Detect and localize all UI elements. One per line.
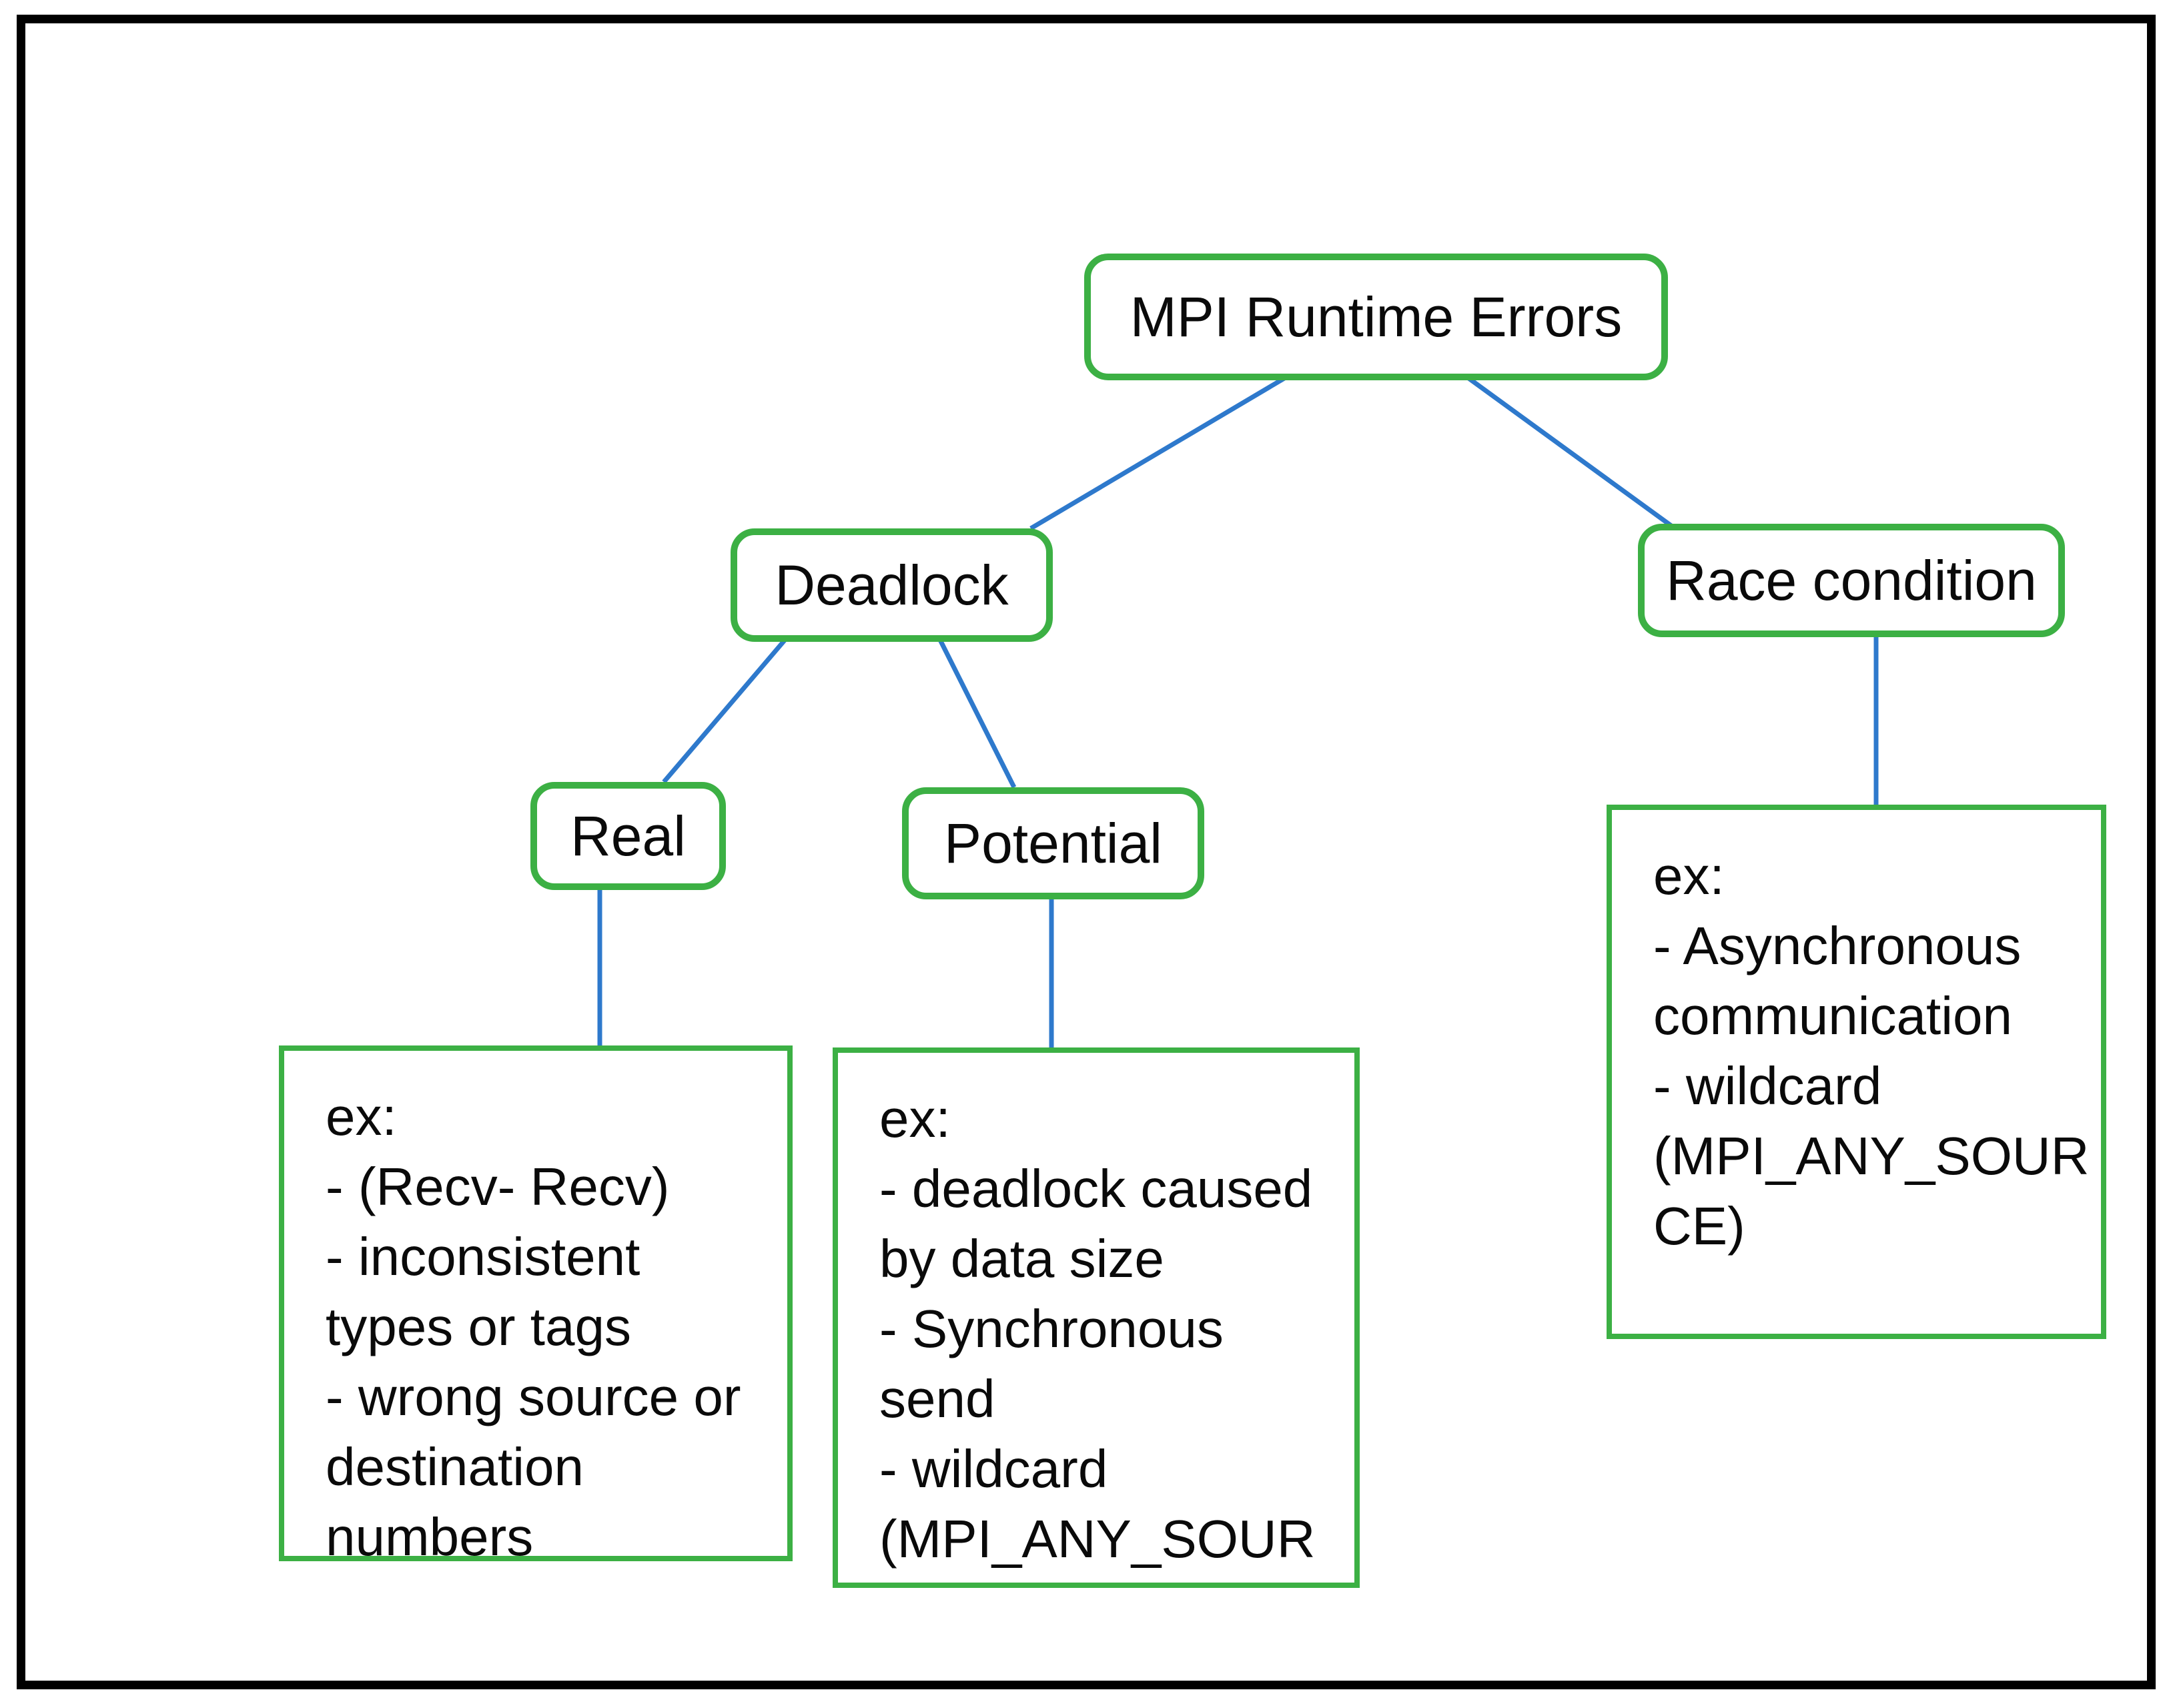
example-text-line: numbers bbox=[326, 1507, 534, 1567]
example-text-line: - (Recv- Recv) bbox=[326, 1157, 670, 1216]
node-real: Real bbox=[530, 782, 726, 890]
example-text-line: ex: bbox=[326, 1087, 397, 1146]
node-potential: Potential bbox=[902, 787, 1204, 899]
connector-deadlock-real bbox=[662, 635, 789, 784]
example-text-line: - Asynchronous bbox=[1653, 916, 2022, 975]
example-text-line: communication bbox=[1653, 986, 2013, 1045]
examples-race-box: ex: - Asynchronous communication - wildcard… bbox=[1607, 805, 2106, 1339]
example-text-line: ex: bbox=[879, 1089, 951, 1148]
connector-root-deadlock bbox=[1029, 376, 1286, 531]
example-text-line: (MPI_ANY_SOUR bbox=[1653, 1126, 2090, 1186]
example-text-line: by data size bbox=[879, 1229, 1164, 1288]
node-label: MPI Runtime Errors bbox=[1130, 285, 1623, 348]
example-text-line: CE) bbox=[1653, 1196, 1745, 1256]
node-mpi-runtime-errors: MPI Runtime Errors bbox=[1084, 254, 1668, 380]
page-frame bbox=[17, 15, 2156, 1689]
connector-deadlock-potential bbox=[937, 637, 1017, 789]
connector-root-race bbox=[1466, 376, 1673, 528]
example-text-line: - Synchronous bbox=[879, 1299, 1224, 1358]
example-text-line: - wildcard bbox=[1653, 1056, 1882, 1116]
example-text-line: - wildcard bbox=[879, 1439, 1108, 1499]
node-deadlock: Deadlock bbox=[731, 528, 1053, 642]
node-label: Potential bbox=[944, 811, 1162, 875]
example-text-line: send bbox=[879, 1369, 995, 1428]
example-text-line: destination bbox=[326, 1437, 584, 1497]
example-text-line: types or tags bbox=[326, 1297, 632, 1356]
example-text-line: - inconsistent bbox=[326, 1227, 640, 1286]
node-race-condition: Race condition bbox=[1638, 524, 2065, 637]
node-label: Real bbox=[570, 804, 686, 867]
examples-real-box: ex: - (Recv- Recv) - inconsistent types or … bbox=[279, 1045, 793, 1567]
example-text-line: (MPI_ANY_SOUR bbox=[879, 1509, 1316, 1569]
example-text-line: - wrong source or bbox=[326, 1367, 741, 1426]
examples-potential-box: ex: - deadlock caused by data size - Synchr… bbox=[833, 1047, 1360, 1588]
example-text-line: - deadlock caused bbox=[879, 1159, 1313, 1218]
node-label: Deadlock bbox=[775, 553, 1009, 616]
node-label: Race condition bbox=[1666, 548, 2037, 612]
example-text-line: ex: bbox=[1653, 846, 1725, 905]
